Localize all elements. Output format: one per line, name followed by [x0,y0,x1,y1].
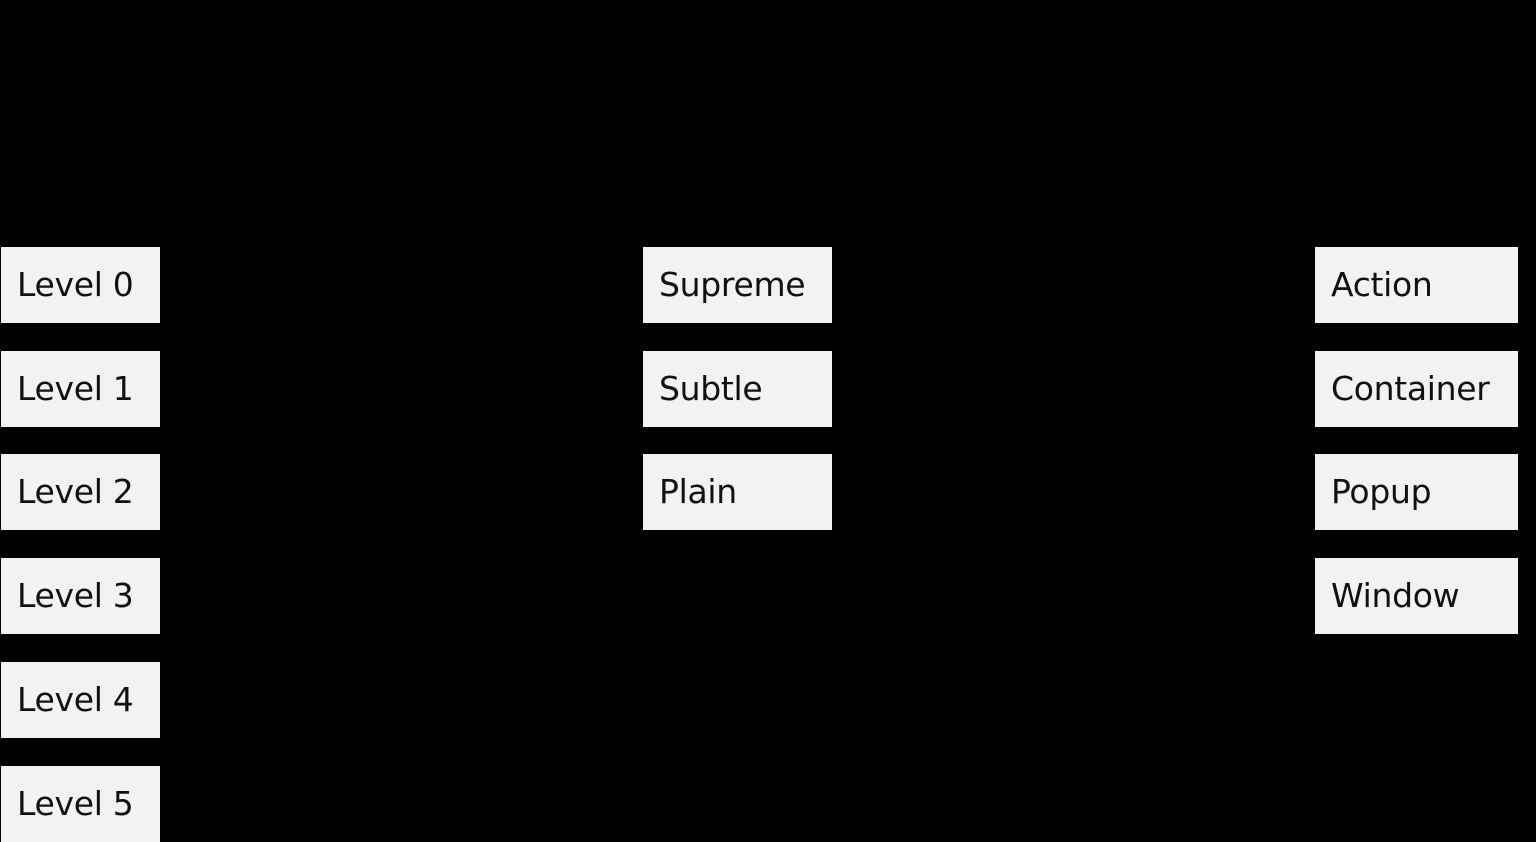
chip-level-2: Level 2 [1,454,160,530]
chip-level-0: Level 0 [1,247,160,323]
chip-level-5: Level 5 [1,766,160,842]
chip-subtle: Subtle [643,351,832,427]
chip-window: Window [1315,558,1518,634]
chip-level-4: Level 4 [1,662,160,738]
chip-supreme: Supreme [643,247,832,323]
chip-level-1: Level 1 [1,351,160,427]
chip-popup: Popup [1315,454,1518,530]
chip-container: Container [1315,351,1518,427]
chip-plain: Plain [643,454,832,530]
chip-action: Action [1315,247,1518,323]
chip-level-3: Level 3 [1,558,160,634]
